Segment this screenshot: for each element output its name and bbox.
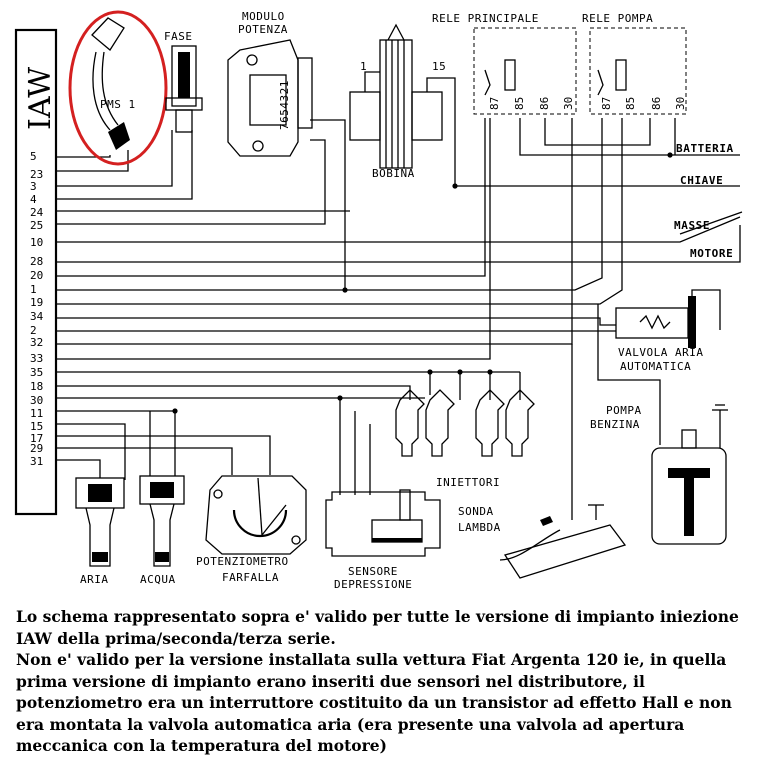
ecu-pin: 35 (30, 366, 43, 379)
ecu-pin: 11 (30, 407, 43, 420)
valvola-label-2: AUTOMATICA (620, 360, 691, 373)
pompa-benzina: POMPA BENZINA (590, 404, 728, 545)
ecu-unit: IAW (14, 28, 58, 516)
power-labels: BATTERIA CHIAVE MASSE MOTORE (674, 142, 743, 260)
modulo-title-2: POTENZA (238, 23, 288, 36)
iniettori-label: INIETTORI (436, 476, 500, 489)
relay-pin: 87 (600, 97, 613, 110)
ecu-pin: 24 (30, 206, 44, 219)
ecu-pin: 1 (30, 283, 37, 296)
relay-pin: 85 (513, 97, 526, 110)
relay-pin: 86 (650, 97, 663, 110)
sonda-lambda: SONDA LAMBDA (458, 504, 627, 579)
rele-principale-label: RELE PRINCIPALE (432, 12, 539, 25)
relay-pin: 30 (562, 97, 575, 110)
ecu-pin: 33 (30, 352, 43, 365)
relay-pin: 85 (624, 97, 637, 110)
caption-paragraph-2: Non e' valido per la versione installata… (16, 650, 732, 755)
pms-label: PMS 1 (100, 98, 136, 111)
caption: Lo schema rappresentato sopra e' valido … (16, 606, 751, 757)
chiave-label: CHIAVE (680, 174, 723, 187)
iniettori: INIETTORI (395, 389, 535, 489)
batteria-label: BATTERIA (676, 142, 734, 155)
ecu-pin: 3 (30, 180, 37, 193)
fase-label: FASE (164, 30, 193, 43)
valvola-aria: VALVOLA ARIA AUTOMATICA (615, 289, 721, 373)
bobina-label: BOBINA (372, 167, 415, 180)
ecu-pin: 25 (30, 219, 43, 232)
ecu-pin: 32 (30, 336, 43, 349)
pms-sensor: PMS 1 (68, 10, 168, 166)
highlight-circle (68, 10, 168, 166)
ecu-pin: 34 (30, 310, 44, 323)
valvola-label-1: VALVOLA ARIA (618, 346, 703, 359)
sensore-depressione: SENSORE DEPRESSIONE (325, 489, 441, 591)
acqua-sensor: ACQUA (139, 475, 185, 586)
ecu-pin: 5 (30, 150, 37, 163)
sens-label-1: SENSORE (348, 565, 398, 578)
pot-label-2: FARFALLA (222, 571, 279, 584)
pompa-label-2: BENZINA (590, 418, 640, 431)
ecu-pin: 10 (30, 236, 43, 249)
caption-paragraph-1: Lo schema rappresentato sopra e' valido … (16, 607, 739, 648)
acqua-label: ACQUA (140, 573, 176, 586)
bobina-coil: 1 15 BOBINA (349, 23, 456, 180)
junction-dots (172, 152, 673, 414)
modulo-title-1: MODULO (242, 10, 285, 23)
rele-pompa-label: RELE POMPA (582, 12, 653, 25)
sonda-label-2: LAMBDA (458, 521, 501, 534)
sens-label-2: DEPRESSIONE (334, 578, 412, 591)
aria-sensor: ARIA (75, 477, 125, 586)
ecu-pin: 2 (30, 324, 37, 337)
bobina-t15: 15 (432, 60, 446, 73)
relay-pin: 30 (674, 97, 687, 110)
pot-label-1: POTENZIOMETRO (196, 555, 289, 568)
aria-label: ARIA (80, 573, 109, 586)
ecu-pin-labels: 5 23 3 4 24 25 10 28 20 1 19 34 2 32 33 … (30, 150, 44, 468)
ecu-pin: 28 (30, 255, 43, 268)
sonda-label-1: SONDA (458, 505, 494, 518)
ecu-pin: 29 (30, 442, 43, 455)
relay-pin: 87 (488, 97, 501, 110)
ecu-pin: 18 (30, 380, 43, 393)
ecu-pin: 19 (30, 296, 43, 309)
wiring-diagram: IAW 5 23 3 4 24 25 10 28 20 1 19 34 2 32… (14, 10, 743, 591)
ecu-pin: 15 (30, 420, 43, 433)
ecu-pin: 20 (30, 269, 43, 282)
bobina-t1: 1 (360, 60, 367, 73)
ecu-pin: 23 (30, 168, 43, 181)
motore-label: MOTORE (690, 247, 733, 260)
ecu-label: IAW (23, 67, 58, 130)
masse-label: MASSE (674, 219, 710, 232)
ecu-pin: 17 (30, 432, 43, 445)
fase-sensor: FASE (164, 30, 203, 133)
ecu-pin: 4 (30, 193, 37, 206)
relay-pin: 86 (538, 97, 551, 110)
ecu-pin: 30 (30, 394, 43, 407)
potenziometro-farfalla: POTENZIOMETRO FARFALLA (196, 475, 307, 584)
relays: RELE PRINCIPALE RELE POMPA 87 85 86 30 8… (432, 12, 687, 115)
modulo-potenza: MODULO POTENZA 7654321 (227, 10, 313, 157)
ecu-pin: 31 (30, 455, 43, 468)
pompa-label-1: POMPA (606, 404, 642, 417)
wiring (56, 105, 741, 520)
modulo-pins: 7654321 (278, 80, 291, 130)
